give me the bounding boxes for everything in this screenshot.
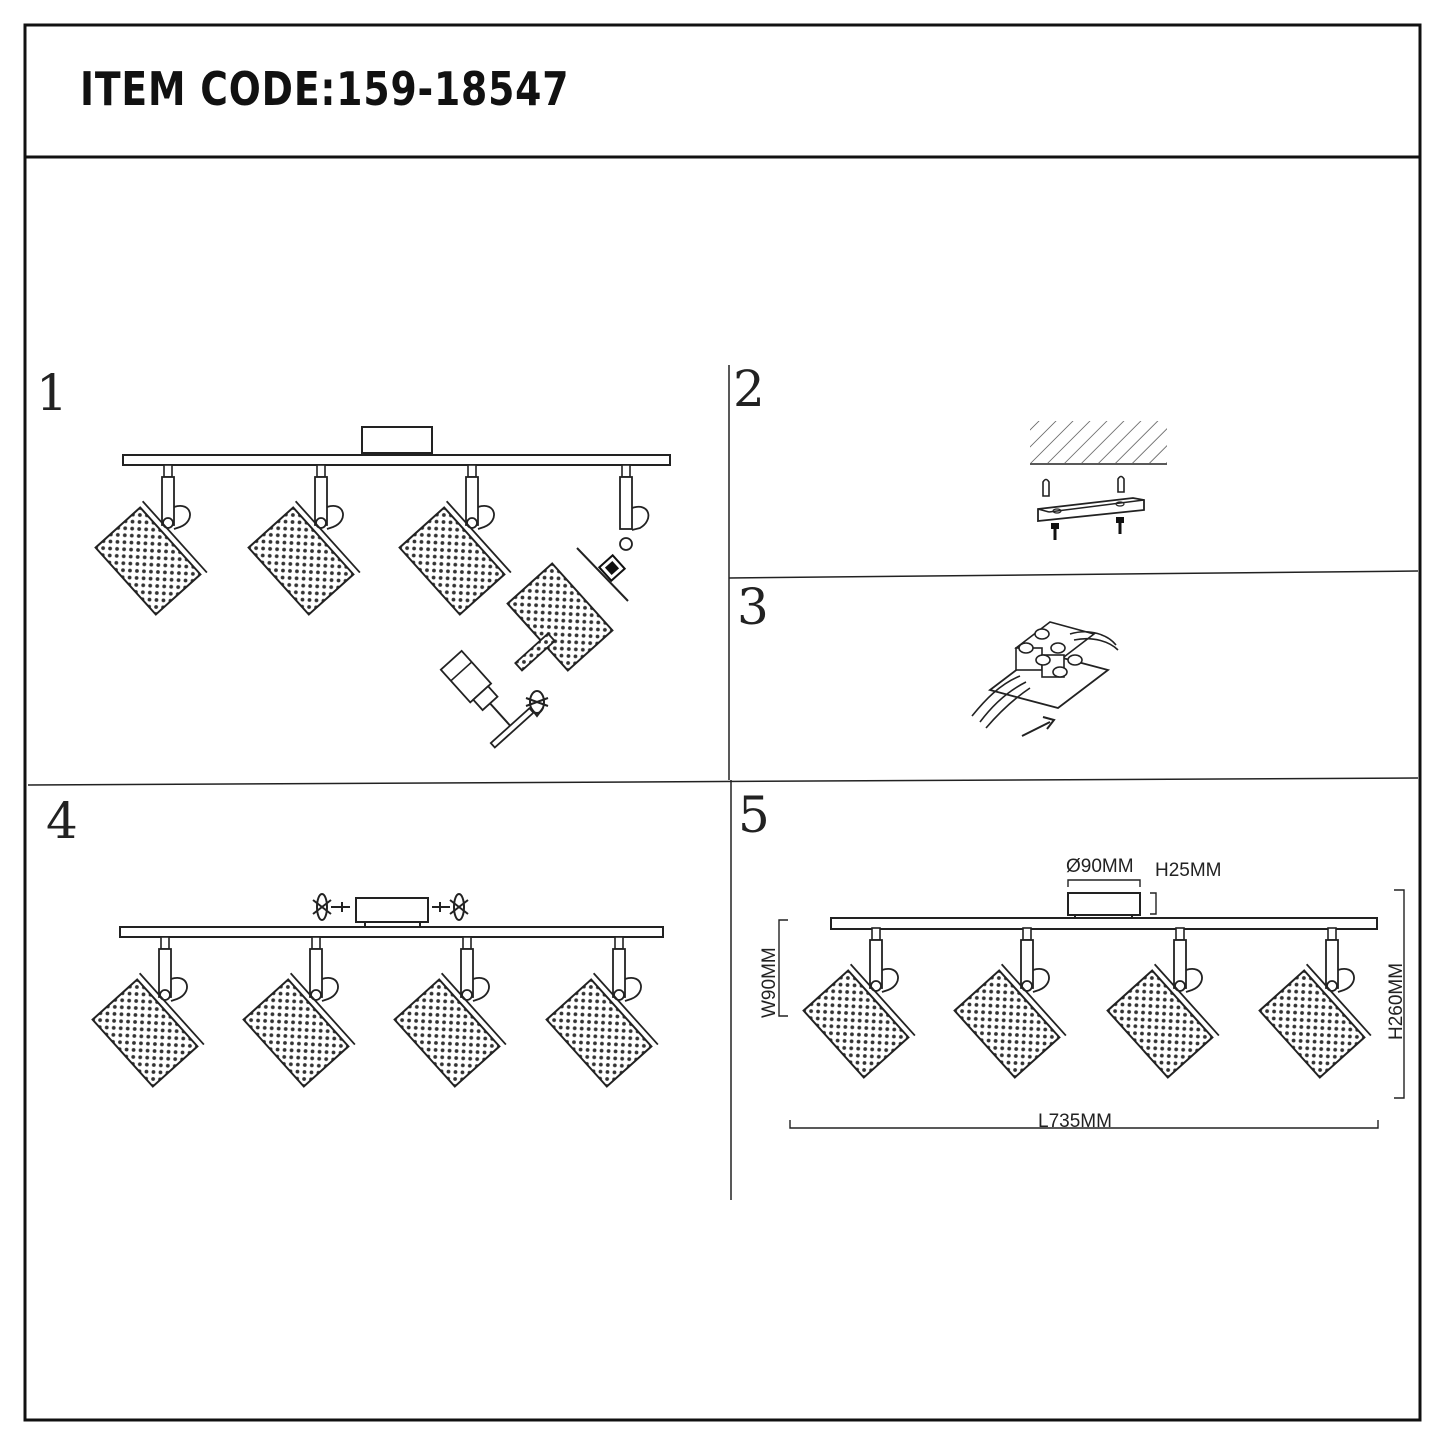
- spotlight-4-exploded: [439, 464, 650, 749]
- spotlight-step5-4: [1256, 927, 1372, 1081]
- step5-illustration: [778, 879, 1405, 1129]
- step3-illustration: [971, 621, 1119, 737]
- dimension-base-height-label: H25MM: [1155, 860, 1222, 881]
- ceiling-canopy-step4: [355, 897, 429, 923]
- divider-h-middle: [27, 777, 1419, 786]
- fixture-bar: [122, 454, 671, 466]
- terminal-screws: [1018, 628, 1083, 678]
- step1-illustration: [92, 426, 671, 749]
- step-number-5: 5: [738, 786, 770, 844]
- spotlight-3: [396, 464, 512, 618]
- fixture-bar-step4: [119, 926, 664, 938]
- spotlight-step5-2: [951, 927, 1067, 1081]
- item-code-title: ITEM CODE:159-18547: [80, 62, 570, 116]
- step-number-3: 3: [737, 578, 769, 636]
- divider-step2-3: [728, 570, 1419, 579]
- step-number-1: 1: [36, 364, 68, 422]
- step-number-4: 4: [46, 792, 78, 850]
- wall-plug-right: [1117, 475, 1125, 493]
- wall-plug-left: [1042, 478, 1050, 497]
- dimension-diameter-label: Ø90MM: [1066, 856, 1134, 877]
- spotlight-step4-2: [240, 936, 356, 1090]
- outer-frame: [23, 23, 1422, 1422]
- spotlight-2: [245, 464, 361, 618]
- spotlight-step5-1: [800, 927, 916, 1081]
- spotlight-step4-3: [391, 936, 507, 1090]
- screw-right: [1116, 517, 1124, 534]
- spotlight-step5-3: [1104, 927, 1220, 1081]
- step-number-2: 2: [733, 360, 765, 418]
- step2-illustration: [1030, 421, 1167, 540]
- dimension-lines: [778, 879, 1405, 1129]
- wires: [971, 630, 1119, 729]
- ceiling-canopy-step5: [1067, 892, 1141, 916]
- ceiling-hatch: [1030, 421, 1167, 463]
- spotlight-1: [92, 464, 208, 618]
- screw-left-icon: [312, 893, 350, 921]
- screw-right-icon: [432, 893, 469, 921]
- spotlight-step4-4: [543, 936, 659, 1090]
- spotlight-step4-1: [89, 936, 205, 1090]
- dimension-height-label: H260MM: [1386, 962, 1407, 1040]
- screw-left: [1051, 523, 1059, 540]
- ceiling-canopy: [361, 426, 433, 454]
- arrow-icon: [1021, 716, 1056, 737]
- dimension-width-label: W90MM: [759, 947, 780, 1018]
- step4-illustration: [89, 893, 664, 1090]
- fixture-bar-step5: [830, 917, 1378, 930]
- mounting-bracket: [1037, 497, 1145, 522]
- dimension-length-label: L735MM: [1038, 1111, 1112, 1132]
